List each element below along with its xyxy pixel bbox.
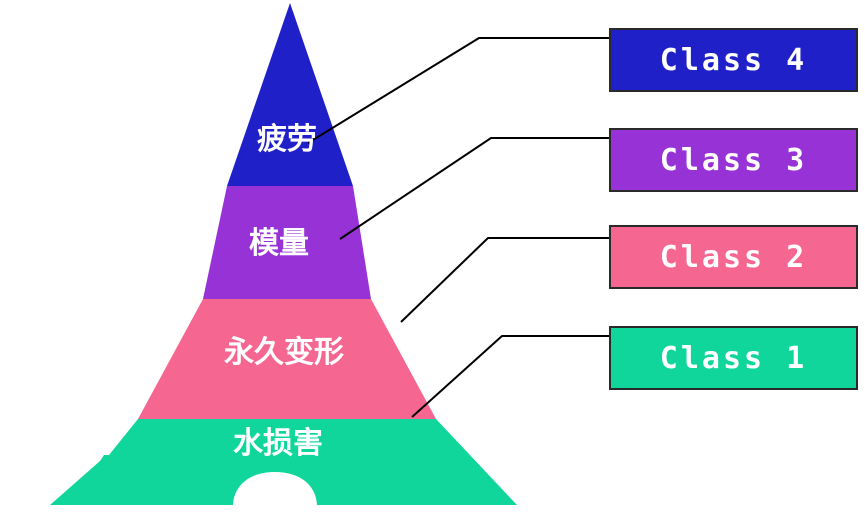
tier-3-shape — [203, 186, 371, 299]
class-4-box: Class 4 — [609, 28, 858, 92]
leader-line-class-1 — [411, 335, 609, 418]
tier-1-shape — [50, 419, 517, 505]
class-3-box: Class 3 — [609, 128, 858, 192]
tier-4-label: 疲劳 — [257, 122, 317, 157]
class-2-box: Class 2 — [609, 225, 858, 289]
leader-line-class-3 — [339, 137, 609, 240]
class-1-box: Class 1 — [609, 326, 858, 390]
tier-3-label: 模量 — [249, 226, 309, 261]
tier-2-label: 永久变形 — [224, 335, 344, 370]
leader-line-class-2 — [400, 237, 609, 323]
tier-1-label: 水损害 — [233, 426, 323, 461]
tier-4-shape — [227, 3, 353, 186]
tier-2-shape — [138, 299, 436, 419]
leader-line-class-4 — [307, 37, 609, 144]
